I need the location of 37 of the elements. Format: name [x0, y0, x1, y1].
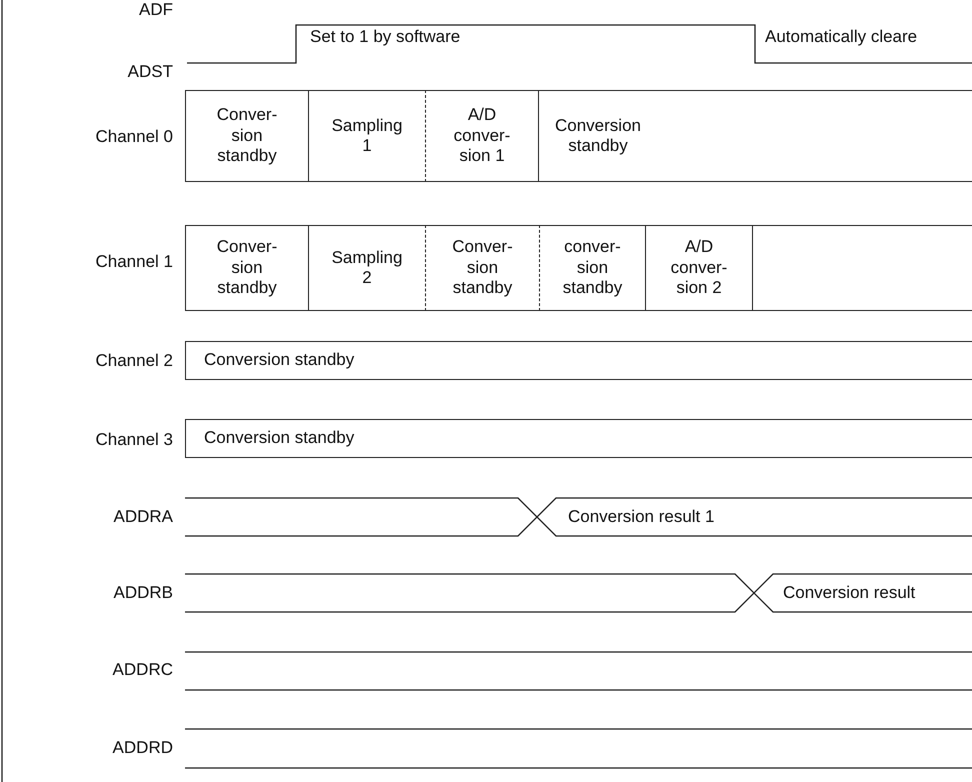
state-label: Conversion result	[783, 583, 916, 603]
signal-name: ADST	[128, 62, 173, 82]
state-label: Automatically cleare	[765, 27, 918, 47]
state-label: A/D conver- sion 2	[670, 237, 728, 299]
state-label: Set to 1 by software	[310, 27, 460, 47]
state-cell	[539, 225, 645, 311]
state-cell	[308, 90, 425, 182]
state-label: A/D conver- sion 1	[452, 105, 512, 167]
state-cell	[185, 225, 308, 311]
state-cell	[425, 225, 539, 311]
state-label: Conver- sion standby	[216, 105, 278, 167]
state-label: Sampling 1	[332, 116, 402, 156]
state-cell	[185, 419, 972, 458]
signal-name: Channel 2	[95, 351, 173, 371]
state-cell	[425, 90, 538, 182]
signal-name: ADDRD	[112, 738, 173, 758]
signal-name: Channel 0	[95, 127, 173, 147]
state-label: Conversion standby	[204, 428, 356, 449]
signal-name: ADDRC	[112, 660, 173, 680]
state-label: Conver- sion standby	[452, 237, 513, 299]
state-cell	[645, 225, 752, 311]
state-label: Conver- sion standby	[216, 237, 278, 299]
state-cell	[185, 90, 308, 182]
state-cell	[308, 225, 425, 311]
empty-cell	[752, 225, 972, 311]
signal-name: ADDRA	[113, 507, 173, 527]
state-label: Conversion standby	[555, 116, 641, 156]
state-cell	[185, 341, 972, 380]
state-label: Sampling 2	[332, 248, 402, 288]
state-label: Conversion standby	[204, 350, 356, 371]
signal-name: Channel 3	[95, 430, 173, 450]
state-label: Conversion result 1	[568, 507, 714, 527]
signal-name: ADDRB	[113, 583, 173, 603]
state-cell	[538, 90, 972, 182]
state-label: conver- sion standby	[562, 237, 622, 299]
signal-name: Channel 1	[95, 252, 173, 272]
signal-name: ADF	[139, 0, 173, 20]
